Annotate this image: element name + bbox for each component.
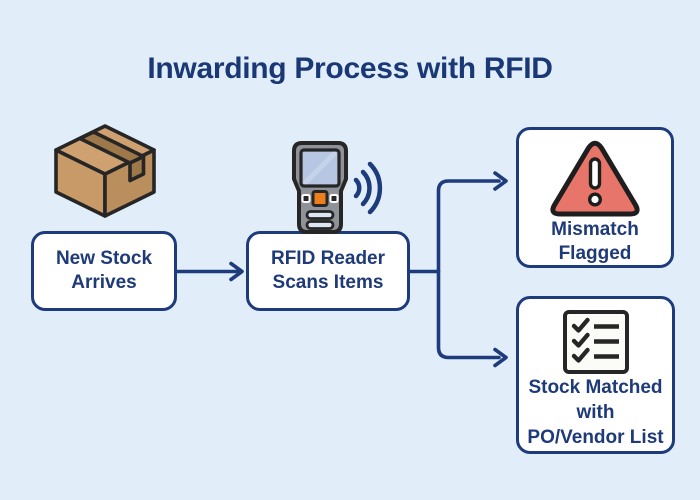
screen-shine <box>303 151 337 185</box>
checklist-icon <box>562 310 629 374</box>
node-stock-matched: Stock Matched with PO/Vendor List <box>516 296 675 454</box>
rfid-scanner-icon <box>292 141 383 234</box>
cardboard-box-icon <box>54 124 156 218</box>
scanner-slot <box>305 220 335 230</box>
scanner-right-button <box>329 194 339 203</box>
node-label-line: RFID Reader <box>270 248 386 269</box>
node-label-line: Stock Matched <box>528 377 663 398</box>
page-title: Inwarding Process with RFID <box>147 52 553 85</box>
warning-triangle-icon <box>550 140 640 217</box>
node-label-line: Flagged <box>558 243 632 264</box>
node-label-line: with <box>576 402 615 423</box>
node-label-line: New Stock <box>55 248 153 269</box>
node-label-line: Mismatch <box>551 219 639 240</box>
node-label-line: PO/Vendor List <box>527 427 664 448</box>
node-rfid-reader: RFID Reader Scans Items <box>246 231 410 311</box>
arrow-new-stock-to-rfid <box>175 261 244 282</box>
node-new-stock: New Stock Arrives <box>31 231 177 311</box>
node-label-line: Scans Items <box>272 272 384 293</box>
node-label-line: Arrives <box>71 272 137 293</box>
scanner-slot <box>305 210 335 220</box>
node-mismatch-flagged: Mismatch Flagged <box>516 127 674 268</box>
arrow-rfid-to-mismatch <box>408 171 508 274</box>
arrow-rfid-to-stock-matched <box>436 269 508 368</box>
scanner-left-button <box>301 194 311 203</box>
wireless-signal-icon <box>353 161 383 215</box>
scanner-orange-button <box>311 190 329 207</box>
